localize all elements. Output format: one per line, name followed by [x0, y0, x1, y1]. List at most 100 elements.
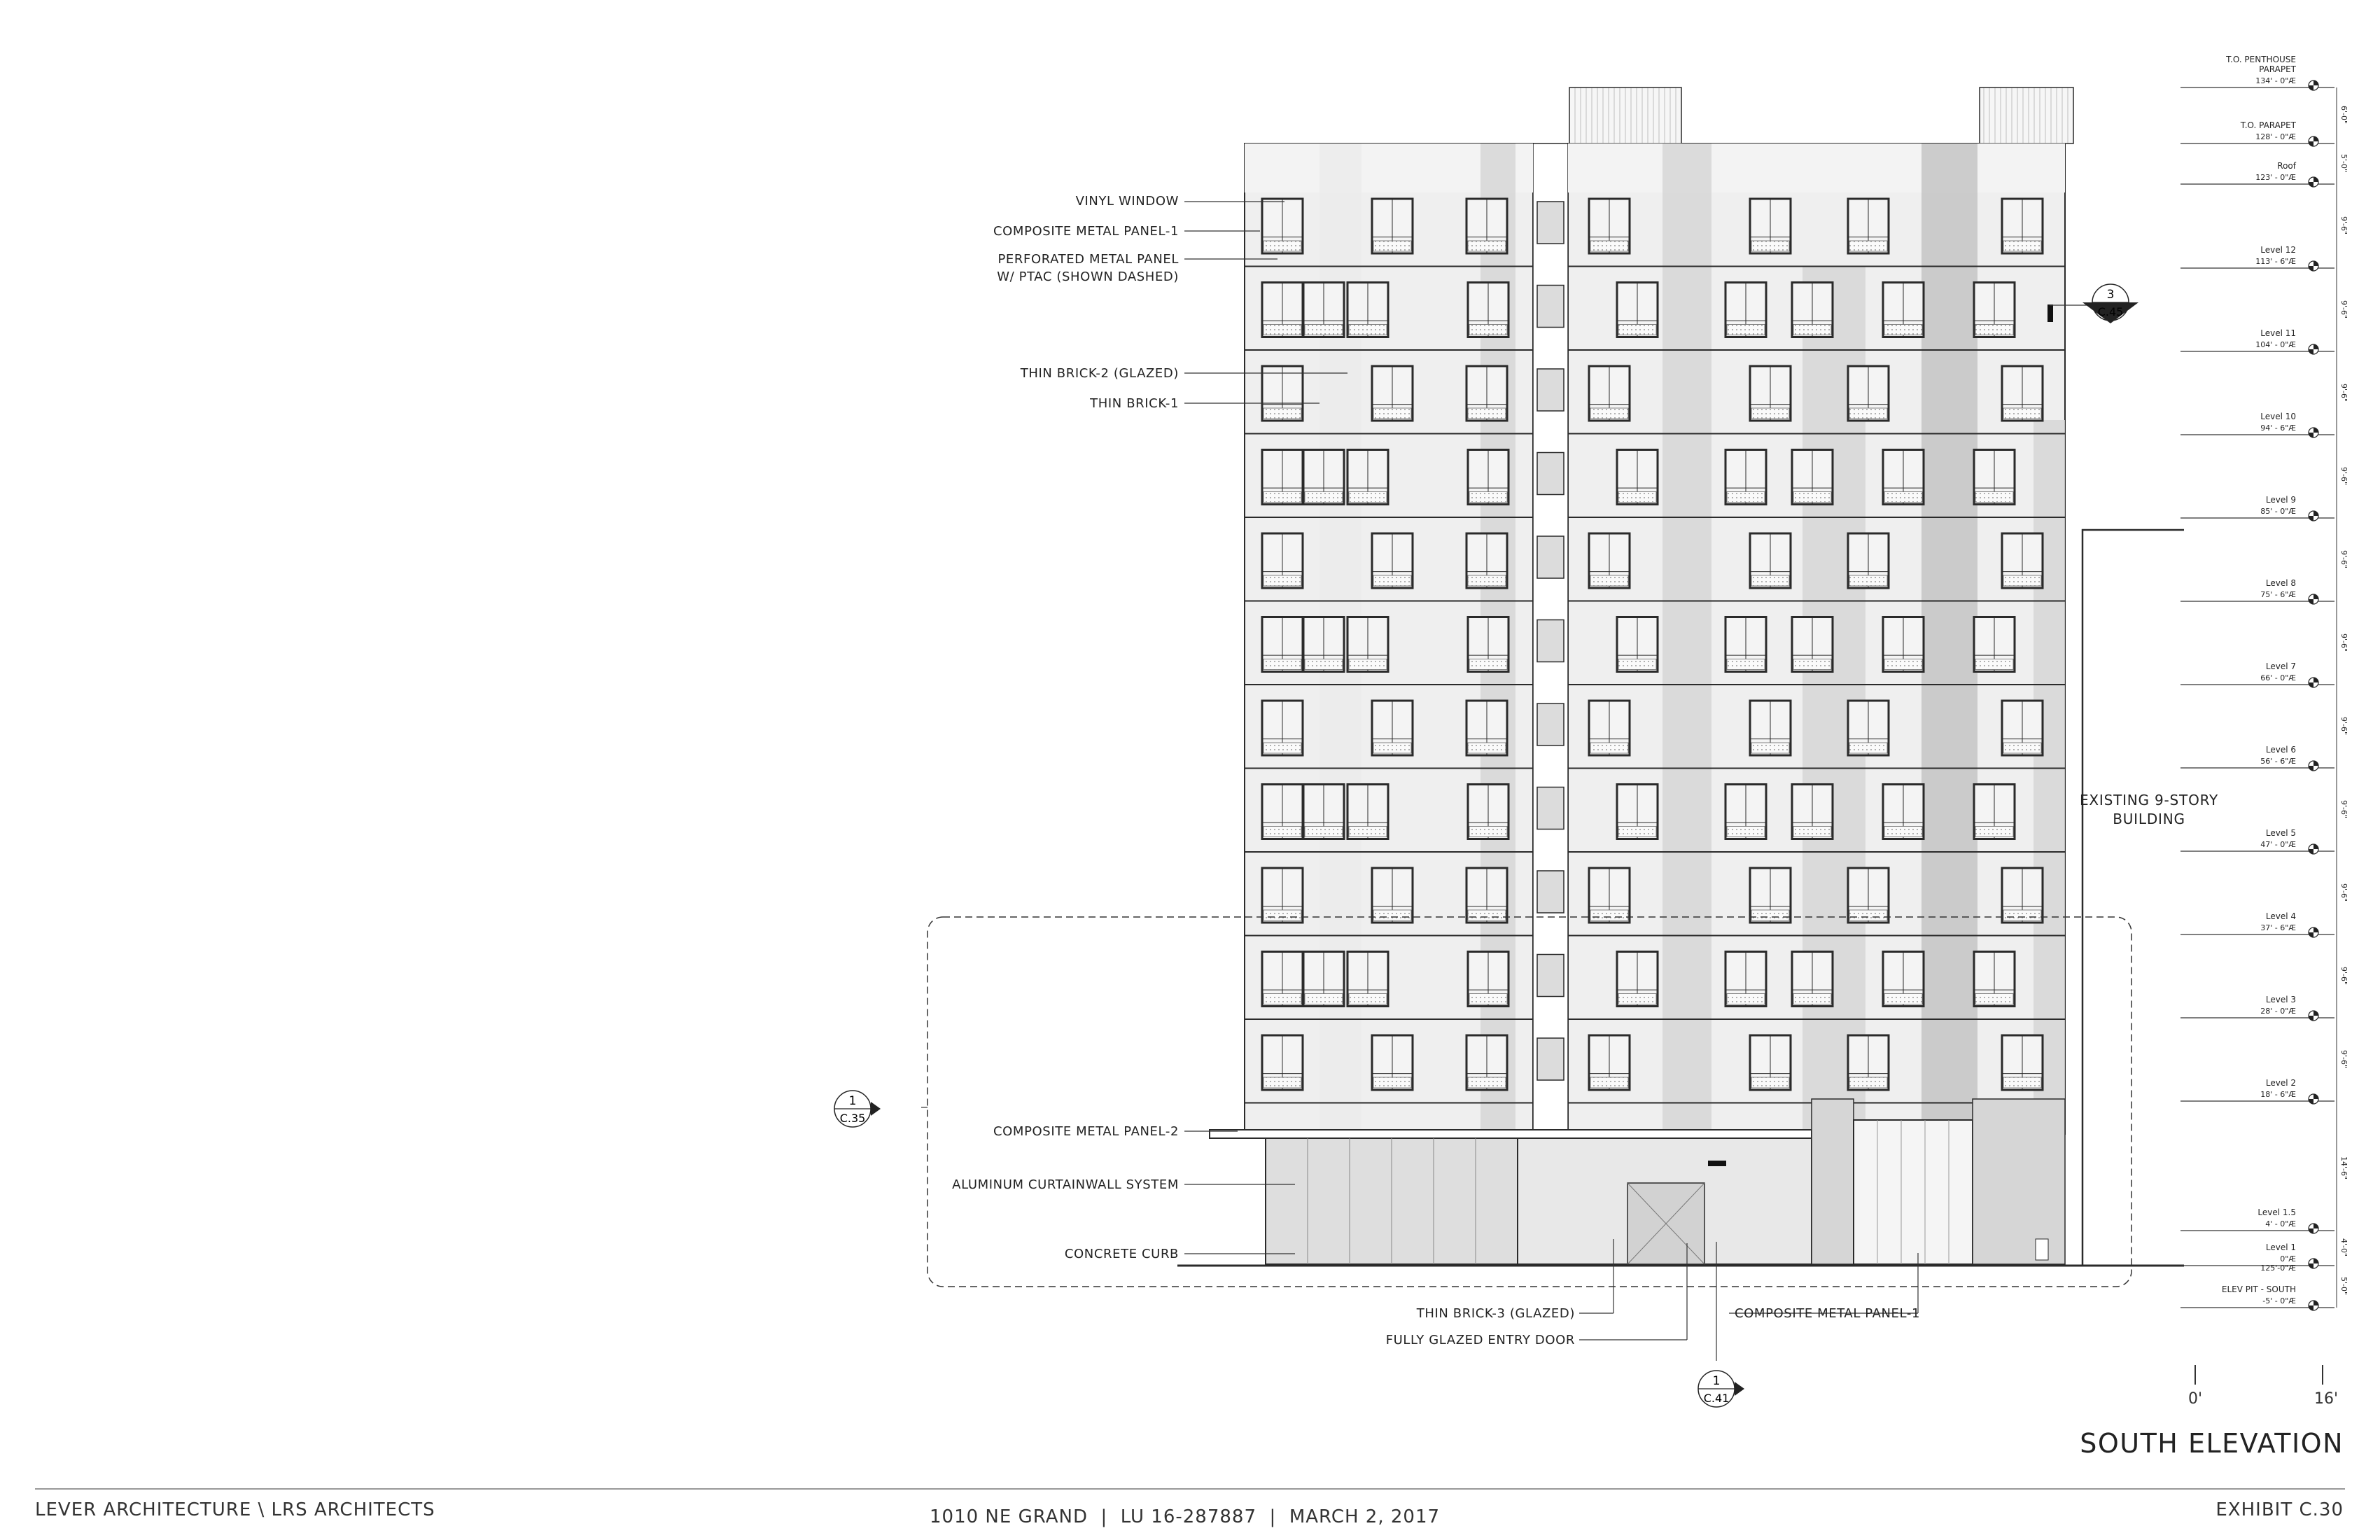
level-datum-fill	[2309, 1094, 2318, 1104]
thin-brick-3-pier	[1811, 1098, 1854, 1265]
stair-window	[1536, 870, 1564, 913]
perforated-panel	[2003, 742, 2042, 754]
level-datum-fill	[2309, 261, 2318, 271]
stair-window	[1536, 284, 1564, 328]
section-tag-sheet: C.35	[840, 1112, 866, 1125]
level-name: Level 10	[2260, 412, 2296, 421]
perforated-panel	[1373, 1077, 1412, 1088]
perforated-panel	[1590, 742, 1629, 754]
callout-composite-metal-panel-1-bottom: COMPOSITE METAL PANEL-1	[1735, 1306, 1920, 1321]
callout-thin-brick-2: THIN BRICK-2 (GLAZED)	[1020, 366, 1179, 381]
dimension-text: 9'-6"	[2339, 966, 2348, 985]
sheet-title: SOUTH ELEVATION	[2080, 1428, 2344, 1459]
perforated-panel	[1751, 575, 1790, 587]
perforated-panel	[1469, 491, 1508, 503]
perforated-panel	[1263, 826, 1302, 837]
dimension-text: 5'-0"	[2339, 1277, 2348, 1296]
section-tag-arrow	[871, 1102, 881, 1116]
perforated-panel	[1263, 1077, 1302, 1088]
perforated-panel	[1590, 575, 1629, 587]
perforated-panel	[1263, 659, 1302, 670]
level-name: Level 1	[2265, 1242, 2296, 1252]
enlarged-area-boundary	[927, 916, 2132, 1287]
scale-bar	[2194, 1365, 2323, 1385]
perforated-panel	[1751, 240, 1790, 252]
perforated-panel	[2003, 575, 2042, 587]
callout-thin-brick-1: THIN BRICK-1	[1090, 396, 1179, 411]
level-name: Level 9	[2265, 495, 2296, 505]
perforated-panel	[1263, 491, 1302, 503]
perforated-panel	[1263, 993, 1302, 1004]
perforated-panel	[1726, 324, 1765, 335]
level-elevation: 0"Æ 125'-0"Æ	[2260, 1254, 2296, 1273]
stair-window	[1536, 201, 1564, 244]
parapet-band-right	[1568, 144, 2065, 192]
perforated-panel	[1849, 240, 1888, 252]
perforated-panel	[1793, 491, 1832, 503]
stair-window	[1536, 703, 1564, 746]
perforated-panel	[1793, 826, 1832, 837]
perforated-panel	[1304, 826, 1343, 837]
perforated-panel	[1263, 742, 1302, 754]
level-datum-fill	[2309, 177, 2318, 187]
dimension-text: 9'-6"	[2339, 466, 2348, 485]
level-elevation: 134' - 0"Æ	[2255, 76, 2296, 85]
level-elevation: 37' - 6"Æ	[2260, 923, 2296, 932]
perforated-panel	[1304, 659, 1343, 670]
utility-panel	[2035, 1238, 2049, 1261]
storefront-east	[1853, 1119, 1973, 1265]
perforated-panel	[1348, 826, 1387, 837]
dimension-text: 9'-6"	[2339, 550, 2348, 568]
penthouse-left	[1569, 87, 1682, 144]
perforated-panel	[1263, 575, 1302, 587]
level-elevation: 104' - 0"Æ	[2255, 340, 2296, 349]
brick-tone-stripe	[1662, 144, 1712, 1134]
stair-window	[1536, 451, 1564, 496]
callout-glazed-entry-door: FULLY GLAZED ENTRY DOOR	[1385, 1333, 1575, 1348]
perforated-panel	[1751, 909, 1790, 921]
level-name: ELEV PIT - SOUTH	[2221, 1284, 2296, 1294]
perforated-panel	[1751, 1077, 1790, 1088]
level-name: Level 3	[2265, 995, 2296, 1004]
dimension-text: 4'-0"	[2339, 1238, 2348, 1257]
level-name: Level 7	[2265, 662, 2296, 671]
callout-composite-metal-panel-1: COMPOSITE METAL PANEL-1	[993, 224, 1179, 239]
level-elevation: 123' - 0"Æ	[2255, 173, 2296, 182]
section-tag-number: 3	[2107, 288, 2115, 302]
perforated-panel	[1618, 659, 1657, 670]
perforated-panel	[2003, 407, 2042, 419]
level-elevation: 4' - 0"Æ	[2265, 1219, 2296, 1228]
level-name: Level 4	[2265, 911, 2296, 921]
perforated-panel	[1348, 491, 1387, 503]
section-tag-number: 1	[849, 1094, 857, 1108]
existing-building-label: EXISTING 9-STORY BUILDING	[2079, 792, 2219, 827]
level-datum-fill	[2309, 594, 2318, 604]
level-datum-fill	[2309, 844, 2318, 854]
perforated-panel	[1975, 491, 2014, 503]
dimension-text: 9'-6"	[2339, 383, 2348, 402]
existing-building-outline	[2081, 528, 2184, 1266]
dimension-text: 9'-6"	[2339, 216, 2348, 235]
perforated-panel	[1590, 240, 1629, 252]
level-name: Level 2	[2265, 1078, 2296, 1088]
existing-building-edge	[2081, 528, 2184, 1266]
dimension-text: 9'-6"	[2339, 1049, 2348, 1068]
dimension-text: 6'-0"	[2339, 106, 2348, 125]
brick-tone-stripe	[1921, 144, 1977, 1134]
perforated-panel	[1726, 491, 1765, 503]
perforated-panel	[1618, 324, 1657, 335]
perforated-panel	[1618, 993, 1657, 1004]
perforated-panel	[1726, 659, 1765, 670]
perforated-panel	[1793, 324, 1832, 335]
dimension-text: 9'-6"	[2339, 799, 2348, 818]
level-elevation: 75' - 6"Æ	[2260, 590, 2296, 599]
building-facade	[1209, 87, 2074, 1265]
scale-bar-end: 16'	[2314, 1390, 2339, 1408]
level-name: T.O. PARAPET	[2240, 120, 2296, 130]
stair-window	[1536, 953, 1564, 997]
perforated-panel	[1590, 1077, 1629, 1088]
perforated-panel	[1373, 742, 1412, 754]
level-name: Level 8	[2265, 578, 2296, 588]
stair-window	[1536, 1037, 1564, 1081]
